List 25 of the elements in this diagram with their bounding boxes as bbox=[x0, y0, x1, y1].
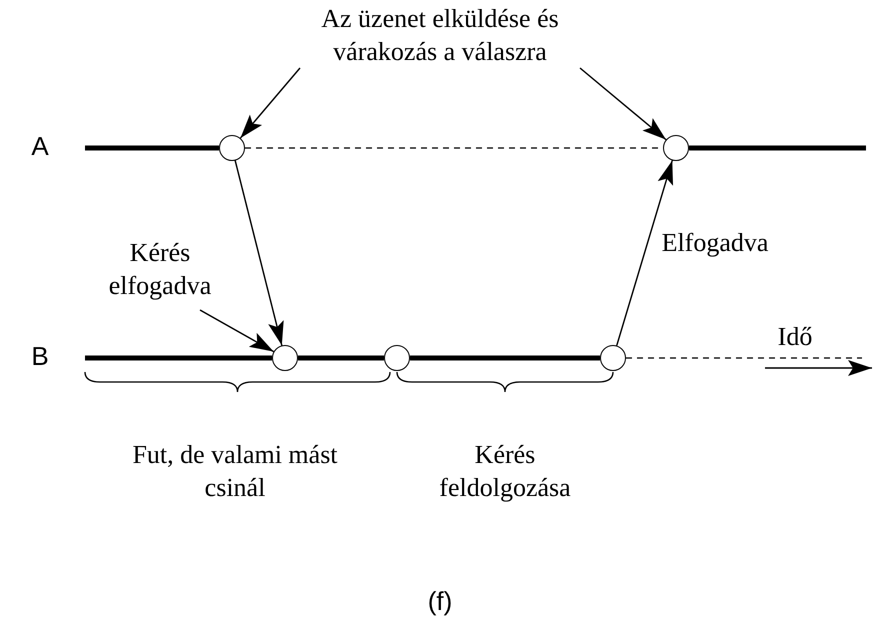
event-circle bbox=[600, 345, 626, 371]
caption: (f) bbox=[426, 585, 454, 618]
arrow-label: Elfogadva bbox=[660, 227, 770, 259]
annotation-text: Az üzenet elküldése és várakozás a válaszra bbox=[320, 3, 560, 68]
arrow bbox=[616, 160, 674, 346]
arrow bbox=[580, 67, 666, 140]
interval-label: Fut, de valami mást csinál bbox=[131, 439, 339, 504]
timeline-segment bbox=[626, 357, 862, 359]
timeline-segment bbox=[689, 146, 866, 150]
arrow bbox=[234, 160, 284, 346]
timeline-label: A bbox=[30, 130, 50, 163]
interval-label: Kérés feldolgozása bbox=[438, 439, 572, 504]
event-circle bbox=[219, 135, 245, 161]
arrow bbox=[240, 68, 301, 139]
timeline-segment bbox=[298, 356, 384, 360]
timeline-label: B bbox=[30, 340, 50, 373]
timeline-segment bbox=[410, 356, 600, 360]
event-circle bbox=[663, 135, 689, 161]
timeline-segment bbox=[85, 146, 219, 150]
event-circle bbox=[384, 345, 410, 371]
event-circle bbox=[272, 345, 298, 371]
annotation-text: Kérés elfogadva bbox=[108, 237, 212, 302]
timeline-segment bbox=[85, 356, 272, 360]
axis-label: Idő bbox=[776, 321, 814, 353]
arrow bbox=[200, 309, 274, 352]
